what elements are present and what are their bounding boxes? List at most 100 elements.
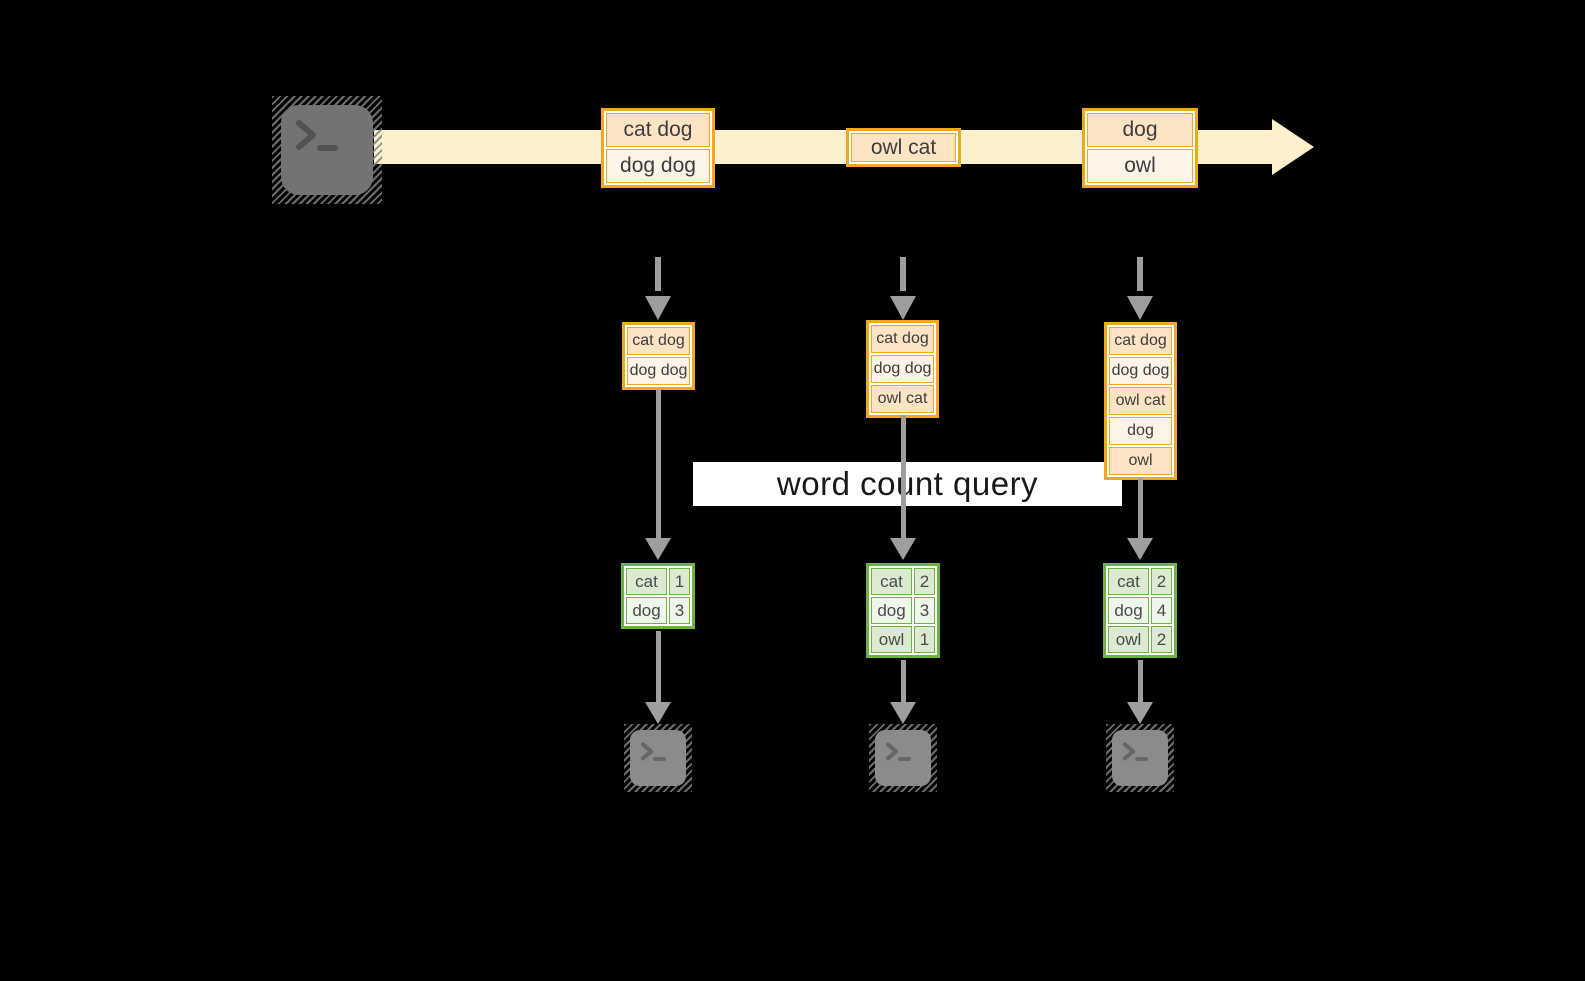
query-band: word count query <box>693 462 1122 506</box>
word-text: cat <box>880 571 903 591</box>
word-text: dog <box>877 600 906 620</box>
word-cell: cat <box>871 568 912 595</box>
word-text: owl <box>878 629 905 649</box>
count-cell: 2 <box>1151 568 1172 595</box>
state-text: dog dog <box>1111 362 1170 379</box>
state-text: owl cat <box>1115 392 1166 409</box>
sink-arrow-line <box>901 660 906 702</box>
state-row: cat dog <box>1109 327 1172 355</box>
dashed-arrowhead-icon <box>890 296 916 320</box>
stream-record: dog <box>1087 113 1193 147</box>
state-row: dog <box>1109 417 1172 445</box>
word-cell: dog <box>871 597 912 624</box>
state-text: owl <box>1128 452 1153 469</box>
stream-batch-3: dog owl <box>1082 108 1198 188</box>
count-text: 4 <box>1156 600 1167 620</box>
state-text: dog dog <box>629 362 688 379</box>
dashed-arrowhead-icon <box>645 296 671 320</box>
state-row: owl <box>1109 447 1172 475</box>
dashed-arrow-line <box>655 257 661 291</box>
state-row: dog dog <box>871 355 934 383</box>
count-text: 1 <box>919 629 930 649</box>
count-cell: 2 <box>1151 626 1172 653</box>
sink-arrowhead-icon <box>1127 702 1153 724</box>
state-row: owl cat <box>871 385 934 413</box>
word-cell: dog <box>1108 597 1149 624</box>
record-text: owl <box>1124 154 1156 177</box>
word-cell: cat <box>626 568 667 595</box>
state-stack-2: cat dog dog dog owl cat <box>866 320 939 418</box>
stream-batch-2: owl cat <box>846 128 961 167</box>
stream-batch-1: cat dog dog dog <box>601 108 715 188</box>
state-text: owl cat <box>877 390 928 407</box>
query-label: word count query <box>776 465 1039 502</box>
count-cell: 1 <box>669 568 690 595</box>
word-text: dog <box>632 600 661 620</box>
word-cell: owl <box>1108 626 1149 653</box>
result-arrowhead-icon <box>645 538 671 560</box>
result-arrowhead-icon <box>1127 538 1153 560</box>
state-text: cat dog <box>876 330 929 347</box>
stream-record: owl cat <box>851 133 956 162</box>
dashed-arrowhead-icon <box>1127 296 1153 320</box>
word-cell: cat <box>1108 568 1149 595</box>
result-arrowhead-icon <box>890 538 916 560</box>
dashed-arrow-line <box>900 257 906 291</box>
count-cell: 1 <box>914 626 935 653</box>
word-text: cat <box>1117 571 1140 591</box>
stream-record: owl <box>1087 149 1193 183</box>
terminal-prompt-icon <box>296 120 338 151</box>
state-row: cat dog <box>627 327 690 355</box>
count-text: 2 <box>1156 629 1167 649</box>
sink-arrowhead-icon <box>645 702 671 724</box>
state-row: owl cat <box>1109 387 1172 415</box>
count-text: 3 <box>674 600 685 620</box>
terminal-prompt-icon <box>885 742 911 762</box>
record-text: dog <box>1122 118 1158 141</box>
count-text: 1 <box>674 571 685 591</box>
state-text: cat dog <box>1114 332 1167 349</box>
count-table-2: cat 2 dog 3 owl 1 <box>866 563 940 658</box>
count-text: 2 <box>1156 571 1167 591</box>
source-terminal-icon <box>272 96 382 204</box>
sink-arrow-line <box>656 631 661 702</box>
sink-terminal-icon <box>624 724 692 792</box>
record-text: dog dog <box>620 154 696 177</box>
record-text: owl cat <box>870 135 937 159</box>
state-stack-3: cat dog dog dog owl cat dog owl <box>1104 322 1177 480</box>
count-cell: 3 <box>914 597 935 624</box>
terminal-prompt-icon <box>1122 742 1148 762</box>
word-cell: owl <box>871 626 912 653</box>
word-text: owl <box>1115 629 1142 649</box>
sink-arrow-line <box>1138 660 1143 702</box>
sink-terminal-icon <box>1106 724 1174 792</box>
word-text: cat <box>635 571 658 591</box>
sink-terminal-icon <box>869 724 937 792</box>
result-arrow-line <box>1138 478 1143 538</box>
stream-record: dog dog <box>606 149 710 183</box>
state-text: cat dog <box>632 332 685 349</box>
count-cell: 3 <box>669 597 690 624</box>
count-text: 2 <box>919 571 930 591</box>
state-row: cat dog <box>871 325 934 353</box>
result-arrow-line <box>656 390 661 538</box>
count-text: 3 <box>919 600 930 620</box>
count-cell: 4 <box>1151 597 1172 624</box>
sink-arrowhead-icon <box>890 702 916 724</box>
state-text: dog <box>1127 422 1154 439</box>
count-table-1: cat 1 dog 3 <box>621 563 695 629</box>
word-cell: dog <box>626 597 667 624</box>
record-text: cat dog <box>623 118 693 141</box>
result-arrow-line <box>901 415 906 538</box>
state-row: dog dog <box>627 357 690 385</box>
state-stack-1: cat dog dog dog <box>622 322 695 390</box>
stream-arrowhead-icon <box>1272 119 1314 175</box>
state-text: dog dog <box>873 360 932 377</box>
count-cell: 2 <box>914 568 935 595</box>
word-text: dog <box>1114 600 1143 620</box>
terminal-prompt-icon <box>640 742 666 762</box>
count-table-3: cat 2 dog 4 owl 2 <box>1103 563 1177 658</box>
state-row: dog dog <box>1109 357 1172 385</box>
dashed-arrow-line <box>1137 257 1143 291</box>
